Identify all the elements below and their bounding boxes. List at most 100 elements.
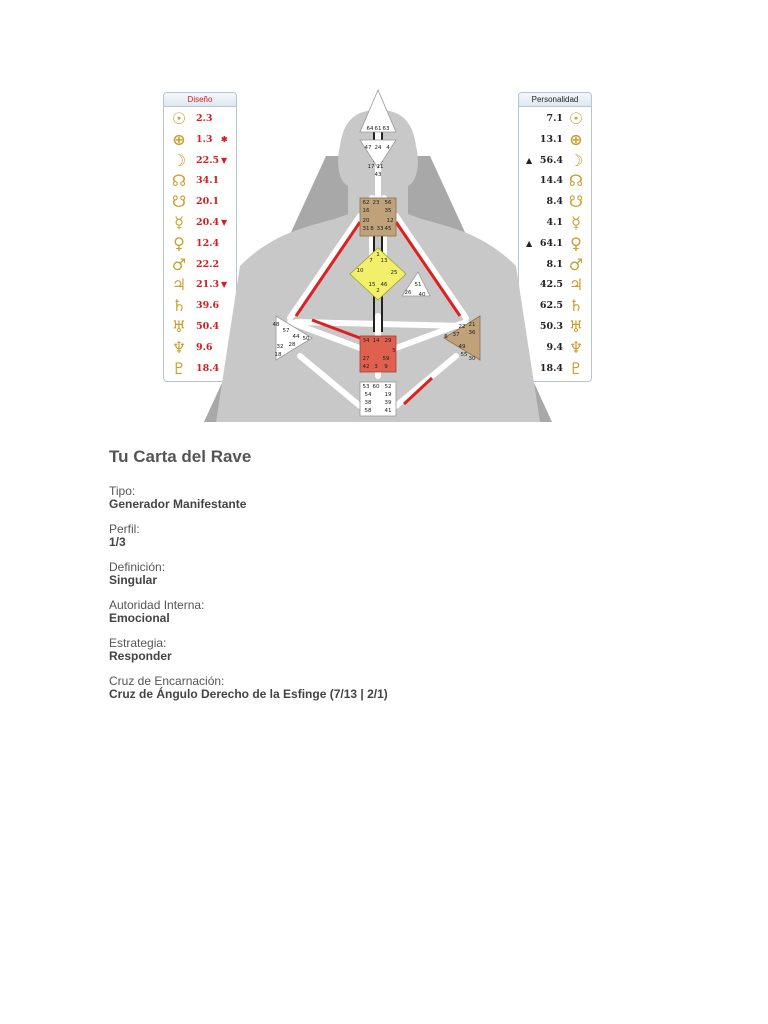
design-value: 9.6 (196, 341, 213, 353)
gate-number: 27 (363, 356, 370, 362)
south-node-icon: ☋ (171, 192, 187, 212)
neptune-icon: ♆ (568, 337, 584, 357)
personality-row: ♅50.3 (519, 316, 591, 337)
design-value: 1.3 (196, 133, 213, 145)
gate-number: 34 (363, 338, 370, 344)
design-row: ☽22.5▼ (164, 150, 236, 171)
personality-value: 62.5 (539, 300, 563, 312)
north-node-icon: ☊ (171, 171, 187, 191)
venus-icon: ♀ (570, 233, 582, 253)
gate-number: 31 (363, 226, 370, 232)
info-title: Tu Carta del Rave (109, 447, 252, 466)
gate-number: 26 (405, 290, 412, 296)
mars-icon: ♂ (568, 254, 584, 274)
heart-center (401, 271, 431, 297)
gate-number: 55 (461, 352, 468, 358)
gate-number: 43 (375, 172, 382, 178)
sun-icon: ☉ (568, 109, 584, 128)
gate-number: 62 (363, 200, 370, 206)
gate-number: 15 (369, 282, 376, 288)
mercury-icon: ☿ (174, 213, 184, 232)
design-value: 12.4 (196, 237, 220, 249)
gate-number: 54 (365, 392, 372, 398)
gate-number: 22 (459, 324, 466, 330)
gate-number: 7 (369, 258, 373, 264)
gate-number: 57 (283, 328, 290, 334)
design-row: ♀12.4 (164, 233, 236, 254)
throat-center (359, 197, 397, 237)
personality-value: 7.1 (546, 113, 563, 124)
pluto-icon: ♇ (171, 358, 187, 378)
personality-value: 4.1 (546, 217, 563, 228)
design-mark: ▼ (221, 217, 228, 227)
gate-number: 32 (277, 344, 284, 350)
gate-number: 41 (385, 408, 392, 414)
info-field: Cruz de Encarnación:Cruz de Ángulo Derec… (109, 675, 669, 701)
field-label: Tipo: (109, 484, 136, 498)
personality-value: 42.5 (539, 279, 563, 291)
gate-number: 29 (385, 338, 392, 344)
gate-number: 21 (469, 322, 476, 328)
personality-row: ☽56.4▲ (519, 150, 591, 171)
defined-channels (294, 221, 462, 406)
design-row: ☊34.1 (164, 170, 236, 191)
gate-number: 39 (385, 400, 392, 406)
design-value: 50.4 (196, 321, 220, 332)
design-mark: ▼ (221, 154, 228, 165)
design-mark: ▼ (221, 279, 228, 290)
gate-number: 47 (365, 145, 372, 151)
gate-number: 8 (370, 226, 374, 232)
gate-number: 36 (469, 330, 476, 336)
gate-number: 11 (377, 164, 384, 170)
gate-number: 48 (273, 322, 280, 328)
personality-value: 50.3 (539, 321, 563, 332)
gate-number: 10 (357, 268, 364, 274)
gate-number: 1 (376, 252, 380, 258)
personality-panel: Personalidad ☉7.1⊕13.1☽56.4▲☊14.4☋8.4☿4.… (518, 92, 592, 382)
design-panel: Diseño ☉2.3⊕1.3✱☽22.5▼☊34.1☋20.1☿20.4▼♀1… (163, 92, 237, 382)
sacral-center (359, 335, 397, 373)
field-value: Cruz de Ángulo Derecho de la Esfinge (7/… (109, 687, 388, 701)
gate-number: 46 (381, 282, 388, 288)
personality-row: ☉ 7.1 (519, 108, 591, 129)
saturn-icon: ♄ (568, 296, 584, 316)
personality-value: 13.1 (539, 133, 563, 145)
design-row: ♇ 18.4 (164, 358, 236, 379)
sun-icon: ☉ (171, 109, 187, 128)
gate-number: 17 (368, 164, 375, 170)
gate-number: 19 (385, 392, 392, 398)
gate-number: 50 (303, 336, 310, 342)
gate-number: 33 (377, 226, 384, 232)
gate-number: 3 (374, 364, 378, 370)
personality-row: ♆9.4 (519, 337, 591, 358)
gate-number: 40 (419, 292, 426, 298)
gate-number: 45 (385, 226, 392, 232)
personality-row: ♃42.5 (519, 274, 591, 295)
jupiter-icon: ♃ (171, 275, 187, 295)
field-value: Responder (109, 649, 172, 663)
gate-number: 16 (363, 208, 370, 214)
design-value: 18.4 (196, 362, 220, 374)
gate-number: 38 (365, 400, 372, 406)
personality-row: ♀64.1▲ (519, 233, 591, 254)
design-row: ☉2.3 (164, 108, 236, 129)
design-value: 20.1 (196, 196, 220, 208)
info-field: Tipo:Generador Manifestante (109, 485, 669, 511)
personality-value: 8.4 (546, 196, 563, 208)
personality-value: 18.4 (539, 362, 563, 374)
gate-number: 18 (275, 352, 282, 358)
gate-number: 4 (386, 145, 390, 151)
neptune-icon: ♆ (171, 337, 187, 357)
rave-chart-info: Tu Carta del Rave Tipo:Generador Manifes… (109, 447, 669, 713)
uranus-icon: ♅ (171, 317, 187, 336)
field-label: Autoridad Interna: (109, 598, 205, 612)
earth-icon: ⊕ (172, 129, 186, 149)
design-mark: ✱ (221, 133, 228, 144)
earth-icon: ⊕ (569, 129, 583, 149)
gate-number: 42 (363, 364, 370, 370)
info-field: Definición:Singular (109, 561, 669, 587)
spleen-center (275, 315, 313, 361)
personality-value: 8.1 (546, 258, 563, 270)
design-value: 39.6 (196, 300, 220, 312)
